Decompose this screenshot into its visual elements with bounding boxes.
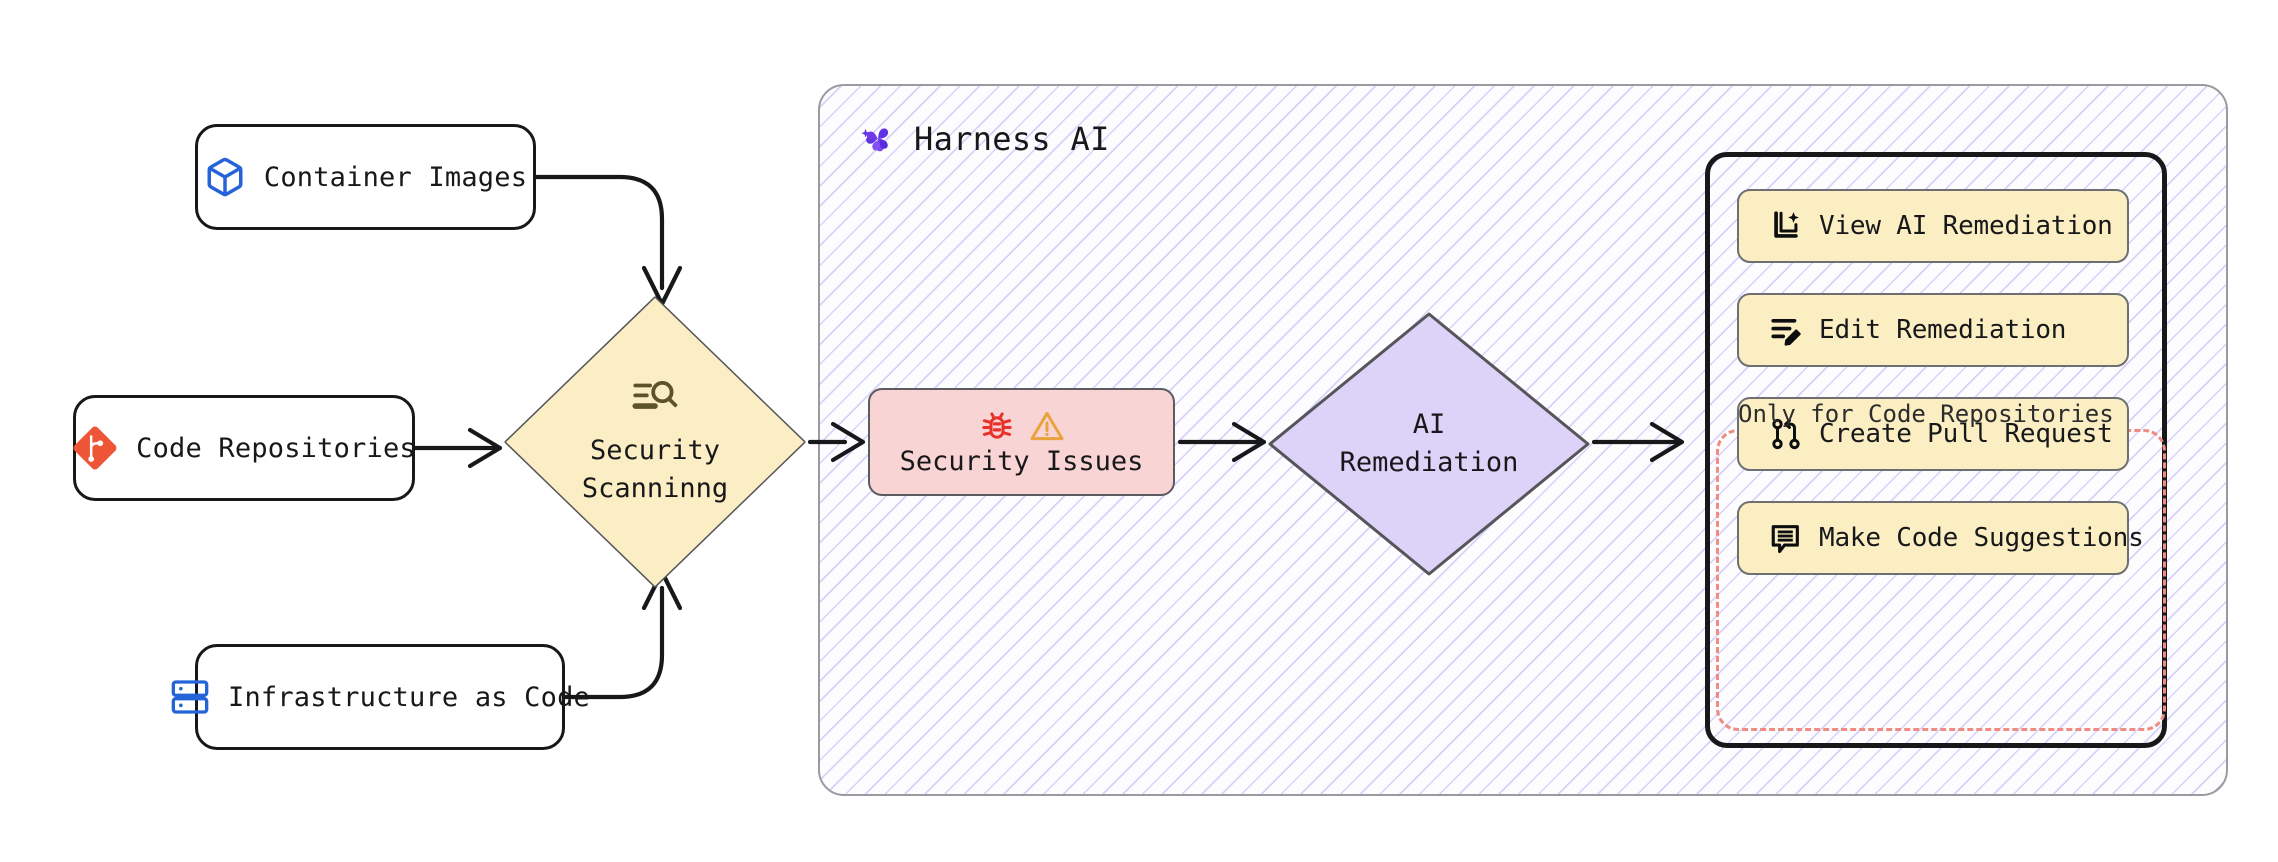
ai-remediation-label-line1: AI (1412, 409, 1446, 441)
repo-only-group (1716, 429, 2166, 731)
diamond-shape (504, 296, 806, 588)
comment-lines-icon (1769, 521, 1803, 555)
node-security-scanning[interactable]: Security Scanninng (500, 292, 810, 592)
node-security-issues[interactable]: Security Issues (868, 388, 1175, 496)
action-view-ai-remediation[interactable]: View AI Remediation (1737, 189, 2129, 263)
sparkle-document-icon (1769, 209, 1803, 243)
edge-container-images-to-scanning (533, 174, 683, 307)
action-label: Edit Remediation (1819, 315, 2067, 345)
action-label: Create Pull Request (1819, 419, 2113, 449)
diamond-shape (1268, 312, 1590, 576)
cube-icon (204, 156, 246, 198)
node-label: Container Images (263, 161, 528, 193)
node-infrastructure-as-code[interactable]: Infrastructure as Code (171, 644, 590, 750)
node-label: Infrastructure as Code (227, 681, 591, 713)
harness-ai-title: Harness AI (914, 120, 1110, 158)
bug-icon (979, 408, 1015, 444)
repo-only-note: Only for Code Repositories (1738, 400, 2114, 428)
edit-lines-pencil-icon (1769, 313, 1803, 347)
action-edit-remediation[interactable]: Edit Remediation (1737, 293, 2129, 367)
node-code-repositories[interactable]: Code Repositories (72, 395, 416, 501)
security-issues-label: Security Issues (899, 445, 1144, 477)
warning-triangle-icon (1029, 408, 1065, 444)
git-icon (72, 425, 118, 471)
node-container-images[interactable]: Container Images (195, 124, 536, 230)
remediation-actions-container: View AI Remediation Edit Remediation (1705, 152, 2167, 748)
security-issues-icons (979, 408, 1065, 444)
action-label: Make Code Suggestions (1819, 523, 2144, 553)
server-icon (170, 677, 210, 717)
harness-ai-header: Harness AI (858, 119, 1110, 159)
action-make-code-suggestions[interactable]: Make Code Suggestions (1737, 501, 2144, 575)
node-label: Code Repositories (136, 432, 416, 464)
scanning-label-line1: Security (589, 435, 721, 467)
harness-pinwheel-icon (858, 119, 898, 159)
node-ai-remediation[interactable]: AI Remediation (1264, 308, 1594, 580)
scanning-label-line2: Scanninng (581, 473, 729, 504)
scan-search-icon (632, 377, 678, 417)
action-create-pull-request[interactable]: Create Pull Request (1737, 397, 2129, 471)
pull-request-icon (1769, 417, 1803, 451)
edge-code-repositories-to-scanning (412, 427, 503, 469)
action-label: View AI Remediation (1819, 211, 2113, 241)
ai-remediation-label-line2: Remediation (1339, 447, 1519, 478)
